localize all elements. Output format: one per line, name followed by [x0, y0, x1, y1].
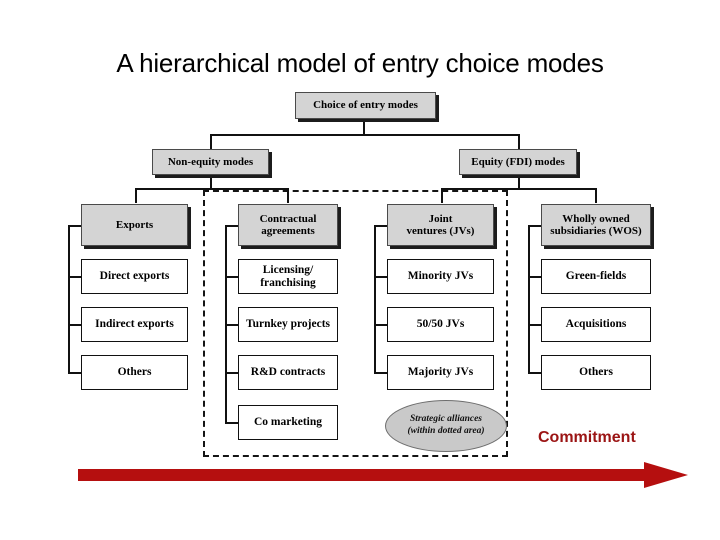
- connector-branch-5050-jvs: [374, 324, 387, 326]
- node-label: Green-fields: [565, 270, 627, 283]
- node-label: 50/50 JVs: [416, 318, 465, 331]
- node-label-line2: agreements: [261, 225, 315, 237]
- arrow-shaft: [78, 469, 648, 481]
- connector-spine-exports: [68, 225, 70, 373]
- connector-spine-joint-ventures: [374, 225, 376, 373]
- node-label: Others: [579, 366, 613, 379]
- connector-branch-contractual-header: [225, 225, 238, 227]
- node-label: Indirect exports: [95, 318, 174, 331]
- node-wos-others[interactable]: Others: [541, 355, 651, 390]
- node-label-line1: Wholly owned: [562, 212, 630, 225]
- node-co-marketing[interactable]: Co marketing: [238, 405, 338, 440]
- connector-to-joint-ventures: [441, 188, 443, 203]
- strategic-alliances-annotation: Strategic alliances (within dotted area): [385, 400, 507, 452]
- connector-non-equity-bus: [135, 188, 287, 190]
- node-label: R&D contracts: [250, 366, 326, 379]
- node-acquisitions[interactable]: Acquisitions: [541, 307, 651, 342]
- node-label: Equity (FDI) modes: [471, 155, 565, 168]
- node-majority-jvs[interactable]: Majority JVs: [387, 355, 494, 390]
- node-exports-header[interactable]: Exports: [81, 204, 188, 246]
- annotation-line1: Strategic alliances: [409, 414, 483, 425]
- connector-branch-rnd: [225, 372, 238, 374]
- connector-to-exports: [135, 188, 137, 203]
- connector-level2-bus: [210, 134, 519, 136]
- node-label-line1: Joint: [428, 212, 453, 225]
- connector-branch-wos-others: [528, 372, 541, 374]
- page-title: A hierarchical model of entry choice mod…: [116, 48, 604, 78]
- connector-to-wos: [595, 188, 597, 203]
- node-label: Turnkey projects: [245, 318, 331, 331]
- node-licensing-franchising[interactable]: Licensing/ franchising: [238, 259, 338, 294]
- node-indirect-exports[interactable]: Indirect exports: [81, 307, 188, 342]
- node-rnd-contracts[interactable]: R&D contracts: [238, 355, 338, 390]
- node-label-line2: ventures (JVs): [406, 225, 475, 237]
- connector-root-down: [363, 119, 365, 135]
- node-joint-ventures-header[interactable]: Joint ventures (JVs): [387, 204, 494, 246]
- connector-branch-green-fields: [528, 276, 541, 278]
- node-label-line2: franchising: [260, 276, 316, 289]
- connector-branch-direct-exports: [68, 276, 81, 278]
- connector-branch-majority-jvs: [374, 372, 387, 374]
- node-label: Co marketing: [253, 416, 323, 429]
- connector-branch-wos-header: [528, 225, 541, 227]
- node-label-line2: subsidiaries (WOS): [550, 225, 642, 237]
- annotation-line2: (within dotted area): [407, 426, 485, 436]
- connector-branch-exports-others: [68, 372, 81, 374]
- connector-branch-acquisitions: [528, 324, 541, 326]
- connector-branch-licensing: [225, 276, 238, 278]
- node-label-line1: Licensing/: [262, 263, 314, 276]
- arrow-head-icon: [644, 462, 688, 488]
- node-wholly-owned-subsidiaries-header[interactable]: Wholly owned subsidiaries (WOS): [541, 204, 651, 246]
- node-turnkey-projects[interactable]: Turnkey projects: [238, 307, 338, 342]
- commitment-label: Commitment: [538, 429, 636, 446]
- node-contractual-agreements-header[interactable]: Contractual agreements: [238, 204, 338, 246]
- connector-branch-exports-header: [68, 225, 81, 227]
- node-green-fields[interactable]: Green-fields: [541, 259, 651, 294]
- connector-branch-jv-header: [374, 225, 387, 227]
- node-non-equity-modes[interactable]: Non-equity modes: [152, 149, 269, 175]
- node-label-line1: Contractual: [259, 212, 317, 225]
- connector-branch-minority-jvs: [374, 276, 387, 278]
- connector-to-non-equity: [210, 134, 212, 150]
- node-label: Non-equity modes: [167, 155, 254, 168]
- connector-branch-co-marketing: [225, 422, 238, 424]
- connector-to-contractual: [287, 188, 289, 203]
- node-choice-of-entry-modes[interactable]: Choice of entry modes: [295, 92, 436, 119]
- node-label: Majority JVs: [407, 366, 474, 379]
- node-label: Minority JVs: [407, 270, 474, 283]
- node-exports-others[interactable]: Others: [81, 355, 188, 390]
- connector-branch-indirect-exports: [68, 324, 81, 326]
- connector-equity-down: [518, 174, 520, 188]
- node-5050-jvs[interactable]: 50/50 JVs: [387, 307, 494, 342]
- connector-to-equity: [518, 134, 520, 150]
- node-label: Direct exports: [99, 270, 170, 283]
- node-label: Choice of entry modes: [313, 99, 418, 112]
- connector-spine-contractual: [225, 225, 227, 422]
- connector-non-equity-down: [210, 174, 212, 188]
- commitment-arrow: [78, 462, 688, 488]
- connector-branch-turnkey: [225, 324, 238, 326]
- node-label: Others: [117, 366, 152, 379]
- connector-spine-wos: [528, 225, 530, 373]
- node-equity-fdi-modes[interactable]: Equity (FDI) modes: [459, 149, 577, 175]
- node-label: Acquisitions: [565, 318, 627, 331]
- node-direct-exports[interactable]: Direct exports: [81, 259, 188, 294]
- strategic-alliances-dashed-region: [203, 190, 508, 457]
- connector-equity-bus: [441, 188, 595, 190]
- node-minority-jvs[interactable]: Minority JVs: [387, 259, 494, 294]
- node-label-line1: Exports: [115, 218, 154, 231]
